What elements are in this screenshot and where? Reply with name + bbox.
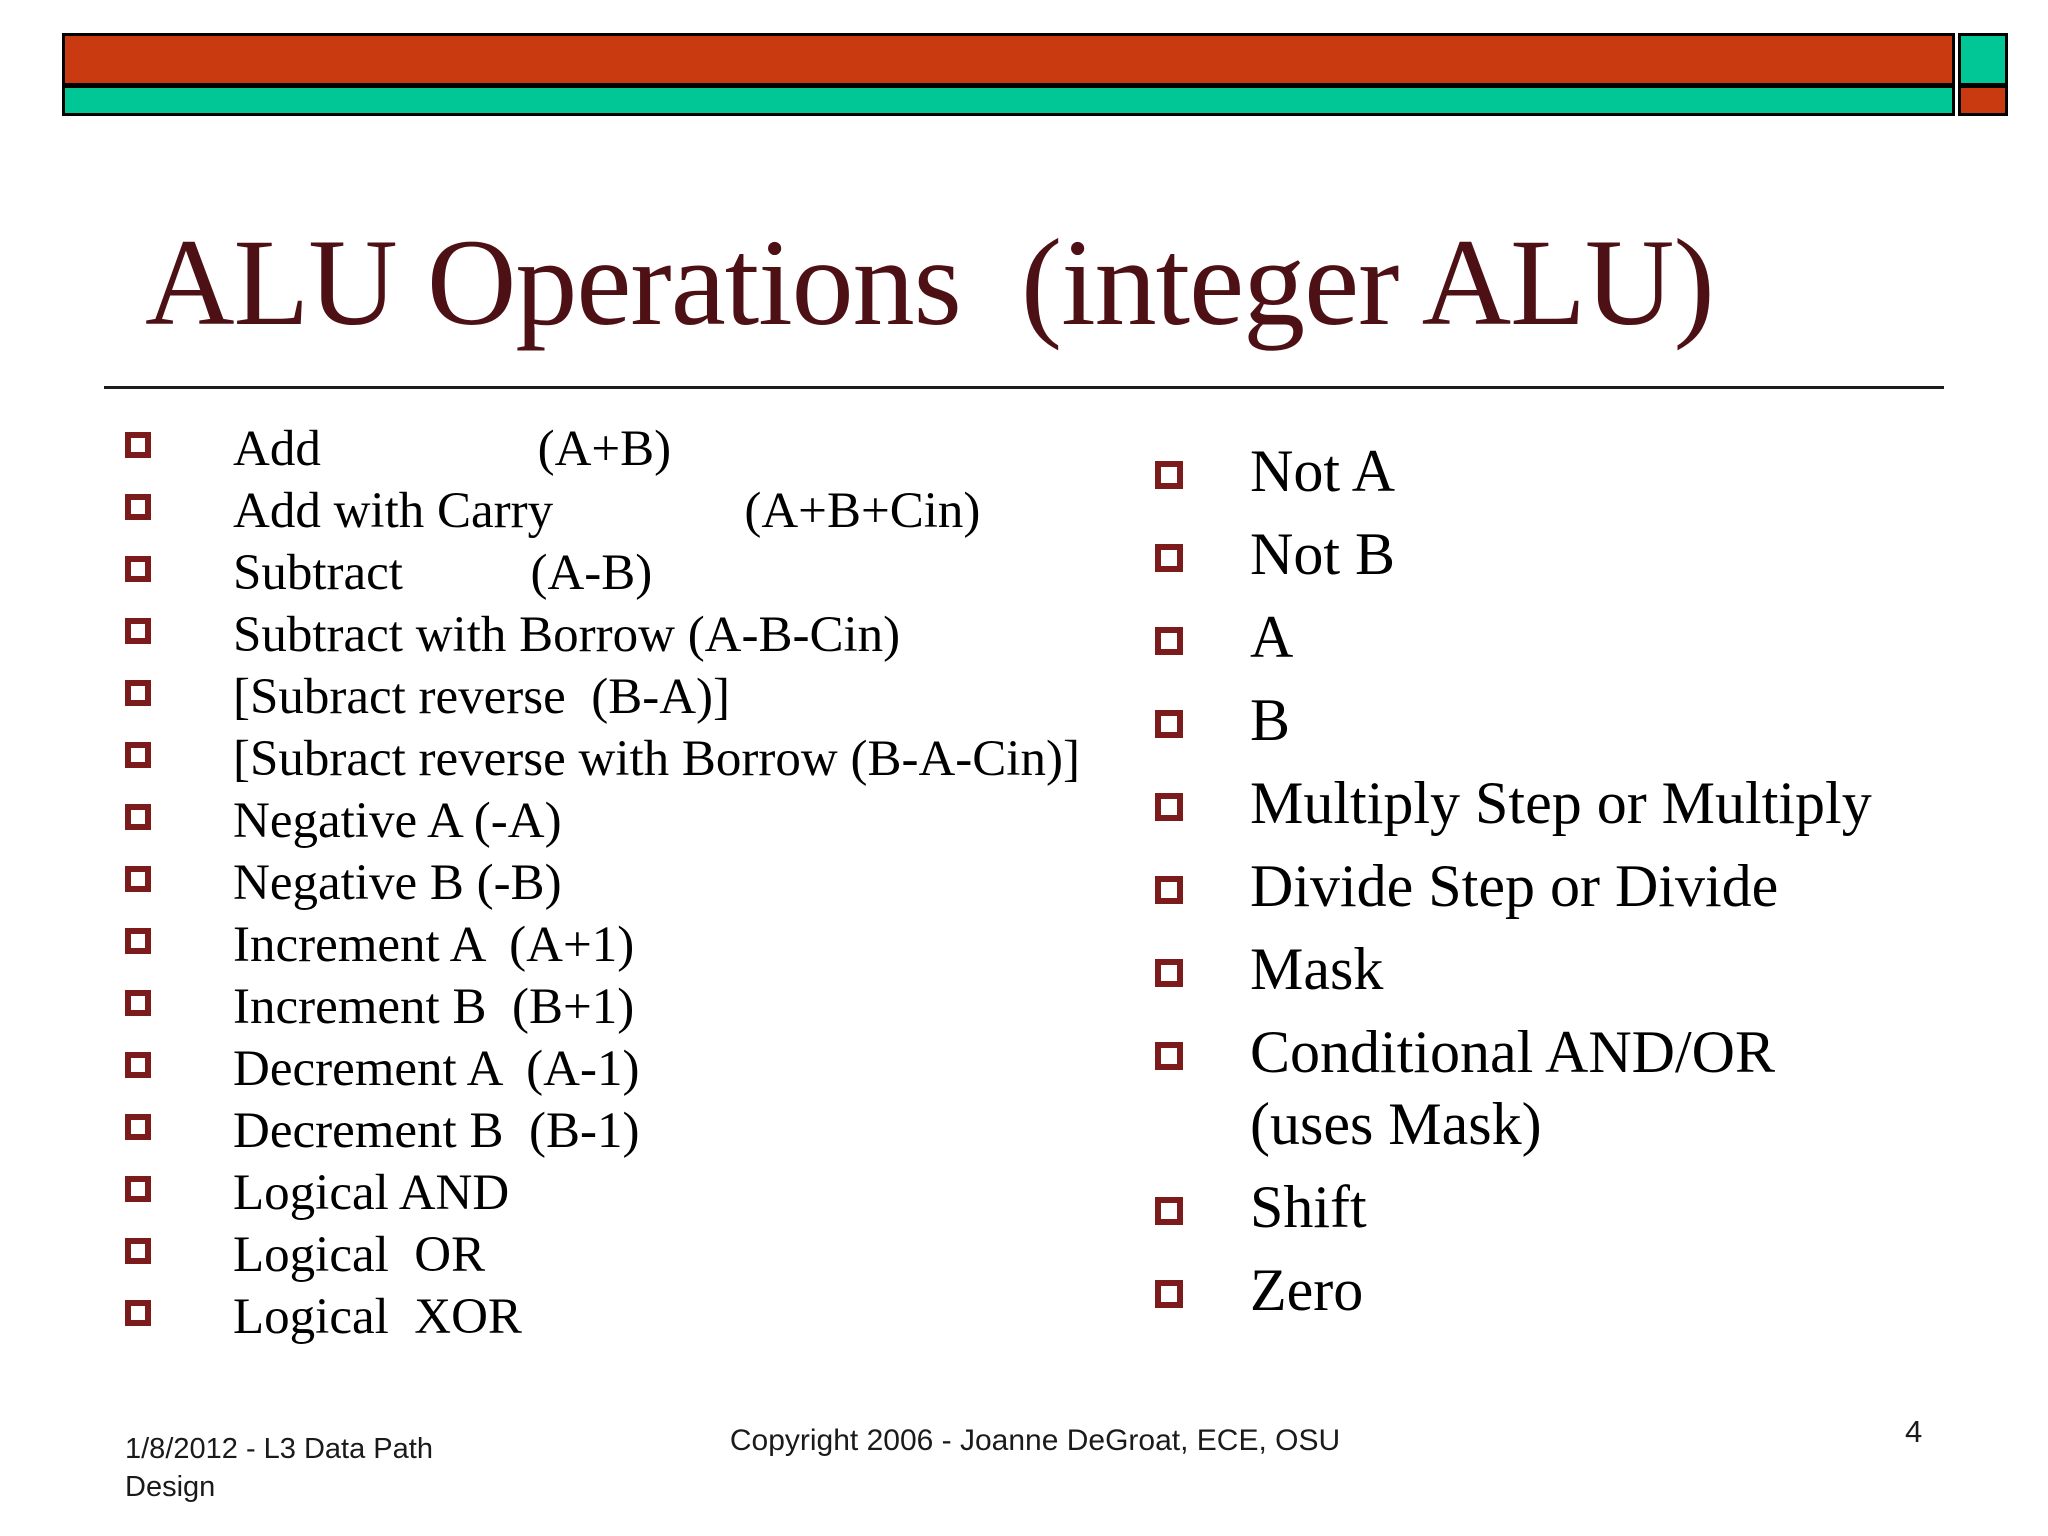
list-item-text: Add with Carry (A+B+Cin) [233, 483, 981, 539]
list-item-text: Not B [1250, 521, 1396, 587]
list-item: Add with Carry (A+B+Cin) [125, 480, 1145, 542]
list-item-text: Mask [1250, 936, 1384, 1002]
alu-operations-list-left: Add (A+B) Add with Carry (A+B+Cin) Subtr… [125, 418, 1145, 1348]
bullet-square-icon [125, 618, 151, 644]
list-item: Logical AND [125, 1162, 1145, 1224]
list-item-text: Zero [1250, 1257, 1364, 1323]
bullet-square-icon [125, 494, 151, 520]
list-item: A [1155, 601, 1915, 673]
list-item-text: Negative A (-A) [233, 793, 562, 849]
list-item: Increment A (A+1) [125, 914, 1145, 976]
list-item: Increment B (B+1) [125, 976, 1145, 1038]
bullet-square-icon [1155, 544, 1183, 572]
list-item: Decrement B (B-1) [125, 1100, 1145, 1162]
list-item-text: [Subract reverse with Borrow (B-A-Cin)] [233, 731, 1080, 787]
list-item: Logical XOR [125, 1286, 1145, 1348]
list-item: [Subract reverse (B-A)] [125, 666, 1145, 728]
list-item: Mask [1155, 933, 1915, 1005]
bullet-square-icon [125, 990, 151, 1016]
list-item: Conditional AND/OR (uses Mask) [1155, 1016, 1915, 1160]
bullet-square-icon [125, 1300, 151, 1326]
list-item: B [1155, 684, 1915, 756]
alu-operations-list-right: Not A Not B A B Multiply Step or Multipl… [1155, 435, 1915, 1337]
list-item-text: A [1250, 604, 1294, 670]
list-item-text: Decrement A (A-1) [233, 1041, 640, 1097]
list-item: Not B [1155, 518, 1915, 590]
bullet-square-icon [125, 432, 151, 458]
list-item: [Subract reverse with Borrow (B-A-Cin)] [125, 728, 1145, 790]
list-item-text: Logical OR [233, 1227, 486, 1283]
list-item-text: Increment B (B+1) [233, 979, 635, 1035]
bullet-square-icon [125, 680, 151, 706]
list-item-text: Subtract (A-B) [233, 545, 653, 601]
bullet-square-icon [125, 866, 151, 892]
list-item: Not A [1155, 435, 1915, 507]
slide-title: ALU Operations (integer ALU) [145, 214, 1715, 351]
list-item-text: Multiply Step or Multiply [1250, 770, 1872, 836]
bullet-square-icon [1155, 876, 1183, 904]
list-item: Subtract with Borrow (A-B-Cin) [125, 604, 1145, 666]
list-item-text: Shift [1250, 1174, 1367, 1240]
list-item: Divide Step or Divide [1155, 850, 1915, 922]
footer-date-lesson: 1/8/2012 - L3 Data Path Design [125, 1433, 433, 1503]
bullet-square-icon [125, 1052, 151, 1078]
list-item-text: Negative B (-B) [233, 855, 562, 911]
top-bar-green [62, 85, 1955, 116]
bullet-square-icon [125, 804, 151, 830]
list-item: Shift [1155, 1171, 1915, 1243]
list-item-text: Conditional AND/OR (uses Mask) [1250, 1019, 1776, 1157]
list-item-text: [Subract reverse (B-A)] [233, 669, 731, 725]
bullet-square-icon [1155, 1042, 1183, 1070]
list-item: Negative B (-B) [125, 852, 1145, 914]
list-item: Decrement A (A-1) [125, 1038, 1145, 1100]
bullet-square-icon [125, 1238, 151, 1264]
list-item-text: Subtract with Borrow (A-B-Cin) [233, 607, 901, 663]
bullet-square-icon [125, 742, 151, 768]
top-corner-square-green [1958, 33, 2008, 86]
list-item: Subtract (A-B) [125, 542, 1145, 604]
bullet-square-icon [1155, 1280, 1183, 1308]
list-item-text: Increment A (A+1) [233, 917, 635, 973]
top-corner-square-red [1958, 85, 2008, 116]
list-item: Add (A+B) [125, 418, 1145, 480]
bullet-square-icon [125, 1114, 151, 1140]
title-divider [104, 386, 1944, 389]
list-item: Logical OR [125, 1224, 1145, 1286]
list-item-text: B [1250, 687, 1291, 753]
footer-page-number: 4 [1905, 1414, 1923, 1449]
list-item-text: Add (A+B) [233, 421, 672, 477]
bullet-square-icon [125, 1176, 151, 1202]
bullet-square-icon [1155, 461, 1183, 489]
bullet-square-icon [1155, 959, 1183, 987]
list-item: Negative A (-A) [125, 790, 1145, 852]
list-item-text: Logical AND [233, 1165, 510, 1221]
top-bar-red [62, 33, 1955, 86]
footer-copyright: Copyright 2006 - Joanne DeGroat, ECE, OS… [729, 1424, 1341, 1457]
list-item: Multiply Step or Multiply [1155, 767, 1915, 839]
bullet-square-icon [1155, 627, 1183, 655]
list-item-text: Decrement B (B-1) [233, 1103, 640, 1159]
bullet-square-icon [1155, 793, 1183, 821]
bullet-square-icon [125, 928, 151, 954]
bullet-square-icon [1155, 710, 1183, 738]
list-item: Zero [1155, 1254, 1915, 1326]
bullet-square-icon [125, 556, 151, 582]
list-item-text: Logical XOR [233, 1289, 522, 1345]
list-item-text: Divide Step or Divide [1250, 853, 1779, 919]
bullet-square-icon [1155, 1197, 1183, 1225]
list-item-text: Not A [1250, 438, 1396, 504]
